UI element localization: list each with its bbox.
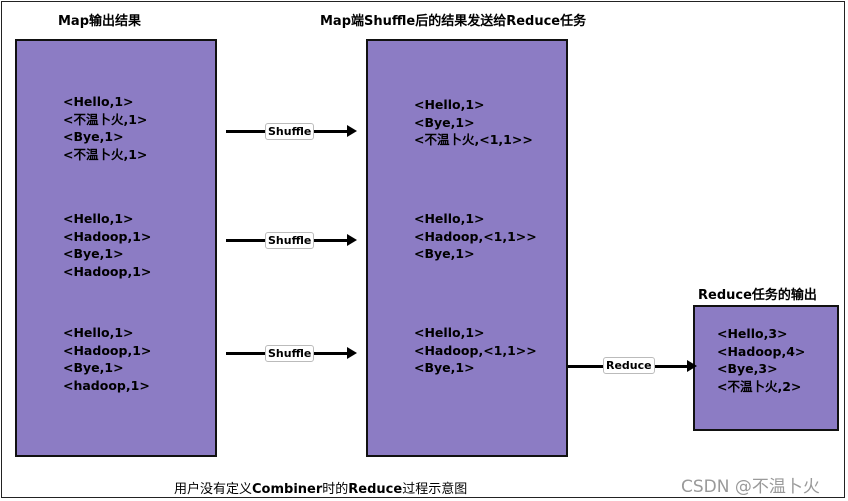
shuffle-title: Map端Shuffle后的结果发送给Reduce任务	[320, 14, 587, 29]
arrowhead-icon	[347, 347, 357, 359]
reduce-output-title: Reduce任务的输出	[698, 288, 817, 303]
shuffle-group-2: <Hello,1> <Hadoop,<1,1>> <Bye,1>	[414, 210, 537, 263]
map-pair: <不温卜火,1>	[63, 111, 148, 127]
shuffle-result-box	[366, 39, 568, 457]
arrowhead-icon	[347, 234, 357, 246]
map-pair: <hadoop,1>	[63, 377, 150, 393]
map-pair: <Hello,1>	[63, 94, 134, 109]
reduce-pair: <Hello,3>	[717, 326, 788, 341]
shuffle-pair: <Hello,1>	[414, 97, 485, 112]
shuffle-pair: <Bye,1>	[414, 114, 475, 130]
map-group-1: <Hello,1> <不温卜火,1> <Bye,1> <不温卜火,1>	[63, 93, 147, 163]
shuffle-pair: <Hello,1>	[414, 325, 485, 340]
shuffle-pair: <Bye,1>	[414, 360, 475, 376]
caption-reduce: Reduce	[348, 482, 403, 497]
shuffle-pair: <Hadoop,<1,1>>	[414, 228, 537, 244]
map-pair: <不温卜火,1>	[63, 146, 148, 162]
shuffle-group-3: <Hello,1> <Hadoop,<1,1>> <Bye,1>	[414, 324, 537, 377]
watermark: CSDN @不温卜火	[681, 477, 820, 497]
reduce-pair: <Bye,3>	[717, 361, 778, 377]
map-pair: <Hadoop,1>	[63, 263, 152, 279]
shuffle-group-1: <Hello,1> <Bye,1> <不温卜火,<1,1>>	[414, 96, 533, 149]
map-pair: <Bye,1>	[63, 246, 124, 262]
shuffle-label-3: Shuffle	[265, 345, 315, 362]
shuffle-label-2: Shuffle	[265, 232, 315, 249]
shuffle-pair: <Hadoop,<1,1>>	[414, 342, 537, 358]
caption-part: 时的	[322, 482, 349, 497]
caption-combiner: Combiner	[252, 482, 323, 497]
map-group-2: <Hello,1> <Hadoop,1> <Bye,1> <Hadoop,1>	[63, 210, 151, 280]
map-output-title: Map输出结果	[58, 14, 142, 29]
map-pair: <Hello,1>	[63, 211, 134, 226]
map-group-3: <Hello,1> <Hadoop,1> <Bye,1> <hadoop,1>	[63, 324, 151, 394]
shuffle-pair: <Bye,1>	[414, 246, 475, 262]
reduce-output-box	[693, 305, 839, 431]
map-pair: <Bye,1>	[63, 360, 124, 376]
reduce-pair: <Hadoop,4>	[717, 343, 806, 359]
arrowhead-icon	[347, 125, 357, 137]
reduce-label: Reduce	[603, 357, 655, 374]
diagram-caption: 用户没有定义Combiner时的Reduce过程示意图	[174, 478, 467, 497]
map-pair: <Hadoop,1>	[63, 228, 152, 244]
map-pair: <Bye,1>	[63, 129, 124, 145]
arrowhead-icon	[687, 360, 697, 372]
caption-part: 用户没有定义	[174, 482, 253, 497]
map-output-box	[15, 39, 217, 457]
shuffle-pair: <Hello,1>	[414, 211, 485, 226]
map-pair: <Hello,1>	[63, 325, 134, 340]
reduce-group: <Hello,3> <Hadoop,4> <Bye,3> <不温卜火,2>	[717, 325, 805, 395]
shuffle-label-1: Shuffle	[265, 123, 315, 140]
reduce-pair: <不温卜火,2>	[717, 378, 802, 394]
map-pair: <Hadoop,1>	[63, 342, 152, 358]
shuffle-pair: <不温卜火,<1,1>>	[414, 132, 533, 148]
caption-part: 过程示意图	[402, 482, 468, 497]
